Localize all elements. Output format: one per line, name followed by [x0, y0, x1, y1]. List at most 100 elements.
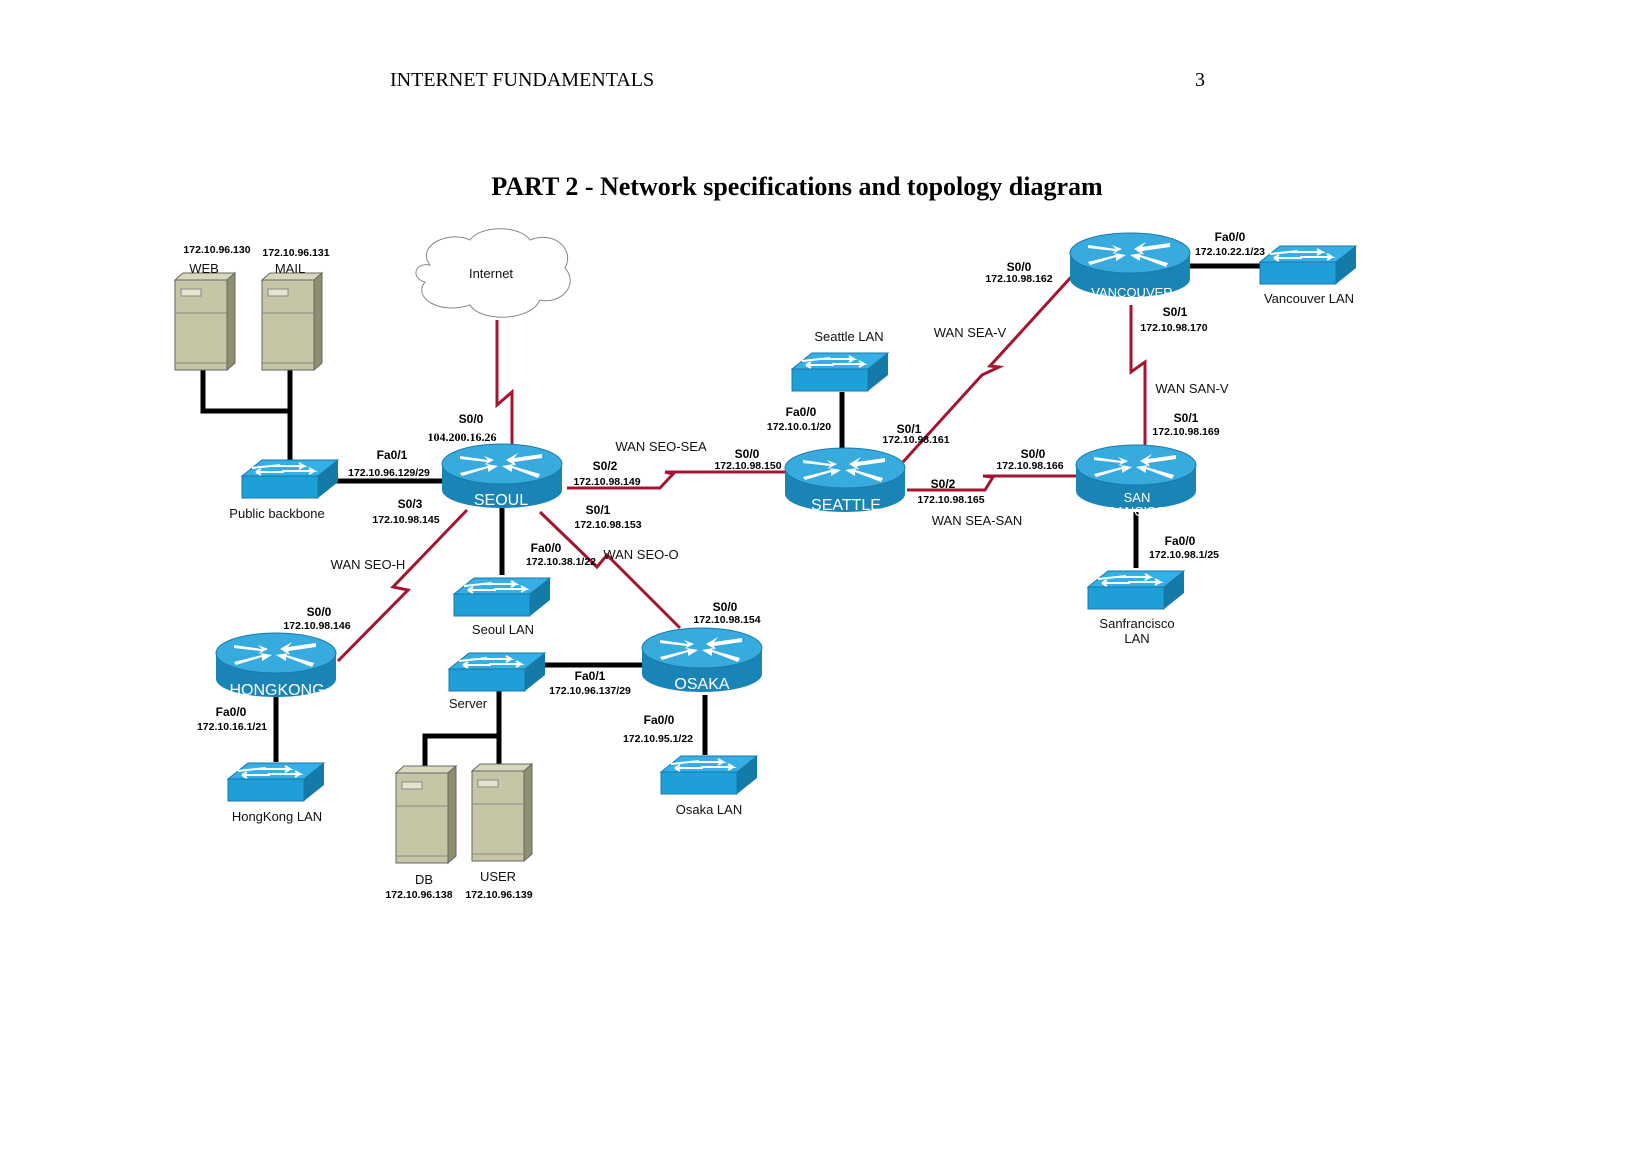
seoul-router-label: SEOUL	[474, 492, 528, 509]
interface-name: S0/0	[713, 600, 738, 614]
sf-lan-label-1: Sanfrancisco	[1099, 616, 1174, 631]
seoul-lan-label: Seoul LAN	[472, 622, 534, 637]
interface-name: Fa0/0	[531, 541, 562, 555]
interface-ip: 172.10.98.150	[714, 460, 781, 472]
internet-label: Internet	[469, 266, 513, 281]
interface-name: S0/3	[398, 497, 423, 511]
wan-sea-san-label: WAN SEA-SAN	[932, 513, 1023, 528]
mail-label: MAIL	[275, 261, 305, 276]
interface-ip: 172.10.38.1/22	[526, 556, 596, 568]
interface-ip: 172.10.98.153	[574, 519, 641, 531]
link-server-db-user	[422, 688, 502, 772]
web-ip: 172.10.96.130	[183, 244, 250, 256]
interface-name: Fa0/1	[377, 448, 408, 462]
interface-ip: 172.10.98.170	[1140, 322, 1207, 334]
interface-ip: 172.10.98.1/25	[1149, 549, 1219, 561]
interface-ip: 172.10.98.161	[882, 434, 949, 446]
interface-name: S0/0	[1021, 447, 1046, 461]
interface-name: Fa0/1	[575, 669, 606, 683]
wan-seo-o-label: WAN SEO-O	[603, 547, 678, 562]
seattle-router-label: SEATTLE	[811, 497, 881, 514]
seoul-lan-switch-icon	[453, 577, 551, 617]
interface-name: S0/2	[593, 459, 618, 473]
osaka-lan-label: Osaka LAN	[676, 802, 742, 817]
server-switch-icon	[448, 652, 546, 692]
db-ip: 172.10.96.138	[385, 889, 452, 901]
interface-ip: 172.10.0.1/20	[767, 421, 831, 433]
interface-ip: 172.10.16.1/21	[197, 721, 267, 733]
interface-name: S0/1	[1163, 305, 1188, 319]
mail-ip: 172.10.96.131	[262, 247, 329, 259]
public-backbone-label: Public backbone	[229, 506, 324, 521]
interface-ip: 172.10.98.162	[985, 273, 1052, 285]
link-seoul-osaka	[538, 510, 682, 630]
link-seattle-sf	[907, 474, 1076, 492]
interface-ip: 172.10.98.149	[573, 476, 640, 488]
interface-labels: S0/0 104.200.16.26 Fa0/1 172.10.96.129/2…	[197, 230, 1265, 745]
seattle-lan-switch-icon	[791, 352, 889, 392]
link-vancouver-sf	[1129, 305, 1147, 448]
sf-lan-label-2: LAN	[1124, 631, 1149, 646]
interface-name: S0/1	[1174, 411, 1199, 425]
link-web-mail-backbone	[200, 370, 293, 460]
interface-name: S0/0	[735, 447, 760, 461]
hongkong-router-label: HONGKONG	[229, 682, 324, 699]
interface-name: S0/1	[897, 422, 922, 436]
wan-seo-h-label: WAN SEO-H	[331, 557, 406, 572]
sf-router-label-1: SAN	[1124, 490, 1151, 505]
interface-ip: 172.10.22.1/23	[1195, 246, 1265, 258]
interface-name: S0/0	[459, 412, 484, 426]
interface-name: Fa0/0	[644, 713, 675, 727]
running-header: INTERNET FUNDAMENTALS	[390, 69, 654, 91]
wan-sea-v-label: WAN SEA-V	[934, 325, 1007, 340]
section-heading: PART 2 - Network specifications and topo…	[491, 172, 1103, 201]
link-seattle-vancouver	[901, 274, 1074, 464]
interface-ip: 172.10.96.129/29	[348, 467, 430, 479]
user-server-icon	[471, 763, 533, 862]
vancouver-router-label: VANCOUVER	[1091, 285, 1172, 300]
interface-name: S0/0	[1007, 260, 1032, 274]
wan-seo-sea-label: WAN SEO-SEA	[615, 439, 707, 454]
osaka-lan-switch-icon	[660, 755, 758, 795]
internet-cloud: Internet	[415, 228, 571, 318]
web-label: WEB	[189, 261, 219, 276]
seattle-lan-label: Seattle LAN	[814, 329, 883, 344]
db-server-icon	[395, 765, 457, 864]
sf-lan-switch-icon	[1087, 570, 1185, 610]
vancouver-lan-label: Vancouver LAN	[1264, 291, 1354, 306]
interface-ip: 172.10.98.146	[283, 620, 350, 632]
interface-name: Fa0/0	[786, 405, 817, 419]
interface-name: S0/2	[931, 477, 956, 491]
interface-name: S0/0	[307, 605, 332, 619]
interface-name: Fa0/0	[1215, 230, 1246, 244]
interface-ip: 172.10.95.1/22	[623, 733, 693, 745]
interface-ip: 172.10.96.137/29	[549, 685, 631, 697]
interface-name: Fa0/0	[1165, 534, 1196, 548]
hk-lan-label: HongKong LAN	[232, 809, 322, 824]
interface-ip: 172.10.98.166	[996, 460, 1063, 472]
link-internet-seoul	[495, 320, 514, 447]
wan-links	[336, 274, 1147, 663]
interface-ip: 104.200.16.26	[428, 430, 497, 444]
page-number: 3	[1195, 69, 1205, 91]
interface-name: S0/1	[586, 503, 611, 517]
server-switch-label: Server	[449, 696, 488, 711]
interface-ip: 172.10.98.169	[1152, 426, 1219, 438]
interface-ip: 172.10.98.165	[917, 494, 984, 506]
vancouver-lan-switch-icon	[1259, 245, 1357, 285]
user-ip: 172.10.96.139	[465, 889, 532, 901]
interface-name: Fa0/0	[216, 705, 247, 719]
osaka-router-label: OSAKA	[674, 676, 729, 693]
user-label: USER	[480, 869, 516, 884]
db-label: DB	[415, 872, 433, 887]
interface-ip: 172.10.98.154	[693, 614, 760, 626]
hk-lan-switch-icon	[227, 762, 325, 802]
interface-ip: 172.10.98.145	[372, 514, 439, 526]
sf-router-label-2: FRANCISCO	[1099, 504, 1176, 519]
link-seoul-seattle	[567, 470, 785, 490]
lan-links	[200, 263, 1262, 772]
public-backbone-switch-icon	[241, 459, 339, 499]
link-seoul-hk	[336, 508, 469, 663]
web-server-icon	[174, 272, 236, 371]
